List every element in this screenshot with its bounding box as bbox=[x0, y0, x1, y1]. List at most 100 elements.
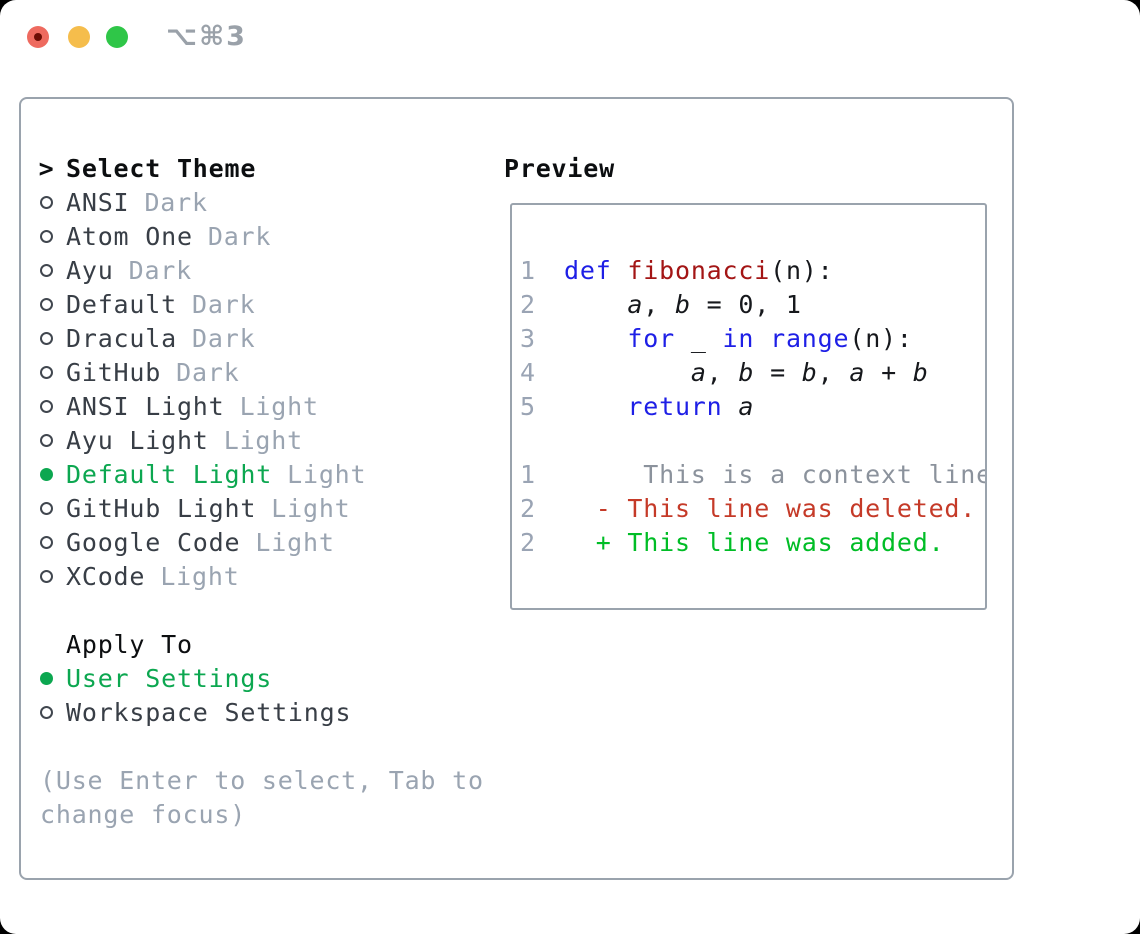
radio-selected-icon bbox=[40, 467, 53, 481]
preview-line: 4 a, b = b, a + b bbox=[520, 355, 985, 389]
line-number: 1 bbox=[520, 459, 536, 489]
line-number: 2 bbox=[520, 527, 536, 557]
theme-name: GitHub Light bbox=[66, 493, 257, 523]
theme-name: Default Light bbox=[66, 459, 273, 489]
preview-line: 2 a, b = 0, 1 bbox=[520, 287, 985, 321]
theme-variant-label: Dark bbox=[192, 323, 256, 353]
radio-icon bbox=[40, 535, 53, 549]
theme-item[interactable]: Dracula Dark bbox=[40, 321, 480, 355]
code-segment: a bbox=[738, 391, 755, 421]
preview-line: 3 for _ in range(n): bbox=[520, 321, 985, 355]
theme-variant-label: Light bbox=[223, 425, 303, 455]
code-segment: a bbox=[690, 357, 707, 387]
apply-to-item[interactable]: User Settings bbox=[40, 661, 480, 695]
window-title: ⌥⌘3 bbox=[166, 21, 247, 52]
code-segment bbox=[564, 392, 627, 421]
line-number: 2 bbox=[520, 289, 536, 319]
theme-variant-label: Light bbox=[239, 391, 319, 421]
radio-icon bbox=[40, 297, 53, 311]
theme-variant-label: Dark bbox=[128, 255, 193, 285]
help-text-line-1: (Use Enter to select, Tab to bbox=[40, 765, 484, 795]
theme-name: XCode bbox=[66, 561, 146, 591]
theme-variant-label: Light bbox=[255, 527, 335, 557]
theme-name: Default bbox=[66, 289, 177, 319]
radio-icon bbox=[40, 331, 53, 345]
radio-icon bbox=[40, 399, 53, 413]
theme-item[interactable]: Google Code Light bbox=[40, 525, 480, 559]
radio-icon bbox=[40, 229, 53, 243]
code-segment: fibonacci bbox=[627, 255, 771, 285]
preview-line: 5 return a bbox=[520, 389, 985, 423]
apply-to-header: Apply To bbox=[66, 629, 193, 659]
code-segment: a bbox=[627, 289, 644, 319]
code-segment: a bbox=[849, 357, 866, 387]
theme-variant-label: Light bbox=[160, 561, 240, 591]
code-segment: for bbox=[627, 323, 675, 353]
code-segment bbox=[612, 256, 628, 285]
theme-item[interactable]: Default Light Light bbox=[40, 457, 480, 491]
preview-line: 1 This is a context line. bbox=[520, 457, 985, 491]
close-button[interactable] bbox=[27, 26, 49, 48]
code-segment bbox=[564, 358, 691, 387]
theme-item[interactable]: Default Dark bbox=[40, 287, 480, 321]
theme-name: ANSI bbox=[66, 187, 130, 217]
code-segment bbox=[723, 392, 739, 421]
line-number: 1 bbox=[520, 255, 536, 285]
code-segment: = bbox=[754, 357, 802, 387]
code-segment: b bbox=[801, 357, 818, 387]
code-segment: - This line was deleted. bbox=[564, 493, 977, 523]
line-number: 2 bbox=[520, 493, 536, 523]
code-segment: return bbox=[627, 391, 723, 421]
theme-variant-label: Light bbox=[287, 459, 367, 489]
code-segment bbox=[564, 324, 627, 353]
radio-icon bbox=[40, 705, 53, 719]
minimize-button[interactable] bbox=[68, 26, 90, 48]
theme-name: GitHub bbox=[66, 357, 162, 387]
spacer bbox=[40, 729, 480, 763]
code-segment: range bbox=[770, 323, 850, 353]
apply-to-header-row: Apply To bbox=[40, 627, 480, 661]
radio-icon bbox=[40, 501, 53, 515]
apply-to-item[interactable]: Workspace Settings bbox=[40, 695, 480, 729]
radio-icon bbox=[40, 433, 53, 447]
preview-title: Preview bbox=[504, 153, 615, 183]
code-segment: b bbox=[738, 357, 755, 387]
code-segment: , bbox=[706, 357, 739, 387]
radio-selected-icon bbox=[40, 671, 53, 685]
apply-to-label: User Settings bbox=[66, 663, 273, 693]
unsaved-changes-dot-icon bbox=[34, 33, 42, 41]
code-segment: (n): bbox=[849, 323, 913, 353]
radio-icon bbox=[40, 365, 53, 379]
code-segment: in bbox=[722, 323, 755, 353]
theme-variant-label: Dark bbox=[207, 221, 272, 251]
theme-name: Dracula bbox=[66, 323, 177, 353]
theme-variant-label: Dark bbox=[192, 289, 256, 319]
zoom-button[interactable] bbox=[106, 26, 128, 48]
theme-item[interactable]: XCode Light bbox=[40, 559, 480, 593]
theme-list-header: Select Theme bbox=[66, 153, 257, 183]
code-segment: This is a context line. bbox=[564, 459, 987, 489]
code-segment: def bbox=[564, 255, 612, 285]
apply-to-label: Workspace Settings bbox=[66, 697, 352, 727]
code-segment: _ bbox=[674, 323, 723, 353]
help-text-line-2: change focus) bbox=[40, 799, 247, 829]
preview-line: 2 + This line was added. bbox=[520, 525, 985, 559]
theme-name: Google Code bbox=[66, 527, 241, 557]
code-segment: , bbox=[643, 289, 675, 319]
code-segment: + bbox=[865, 357, 913, 387]
code-segment: = 0, 1 bbox=[690, 289, 802, 319]
line-number: 5 bbox=[520, 391, 536, 421]
code-segment bbox=[564, 290, 627, 319]
